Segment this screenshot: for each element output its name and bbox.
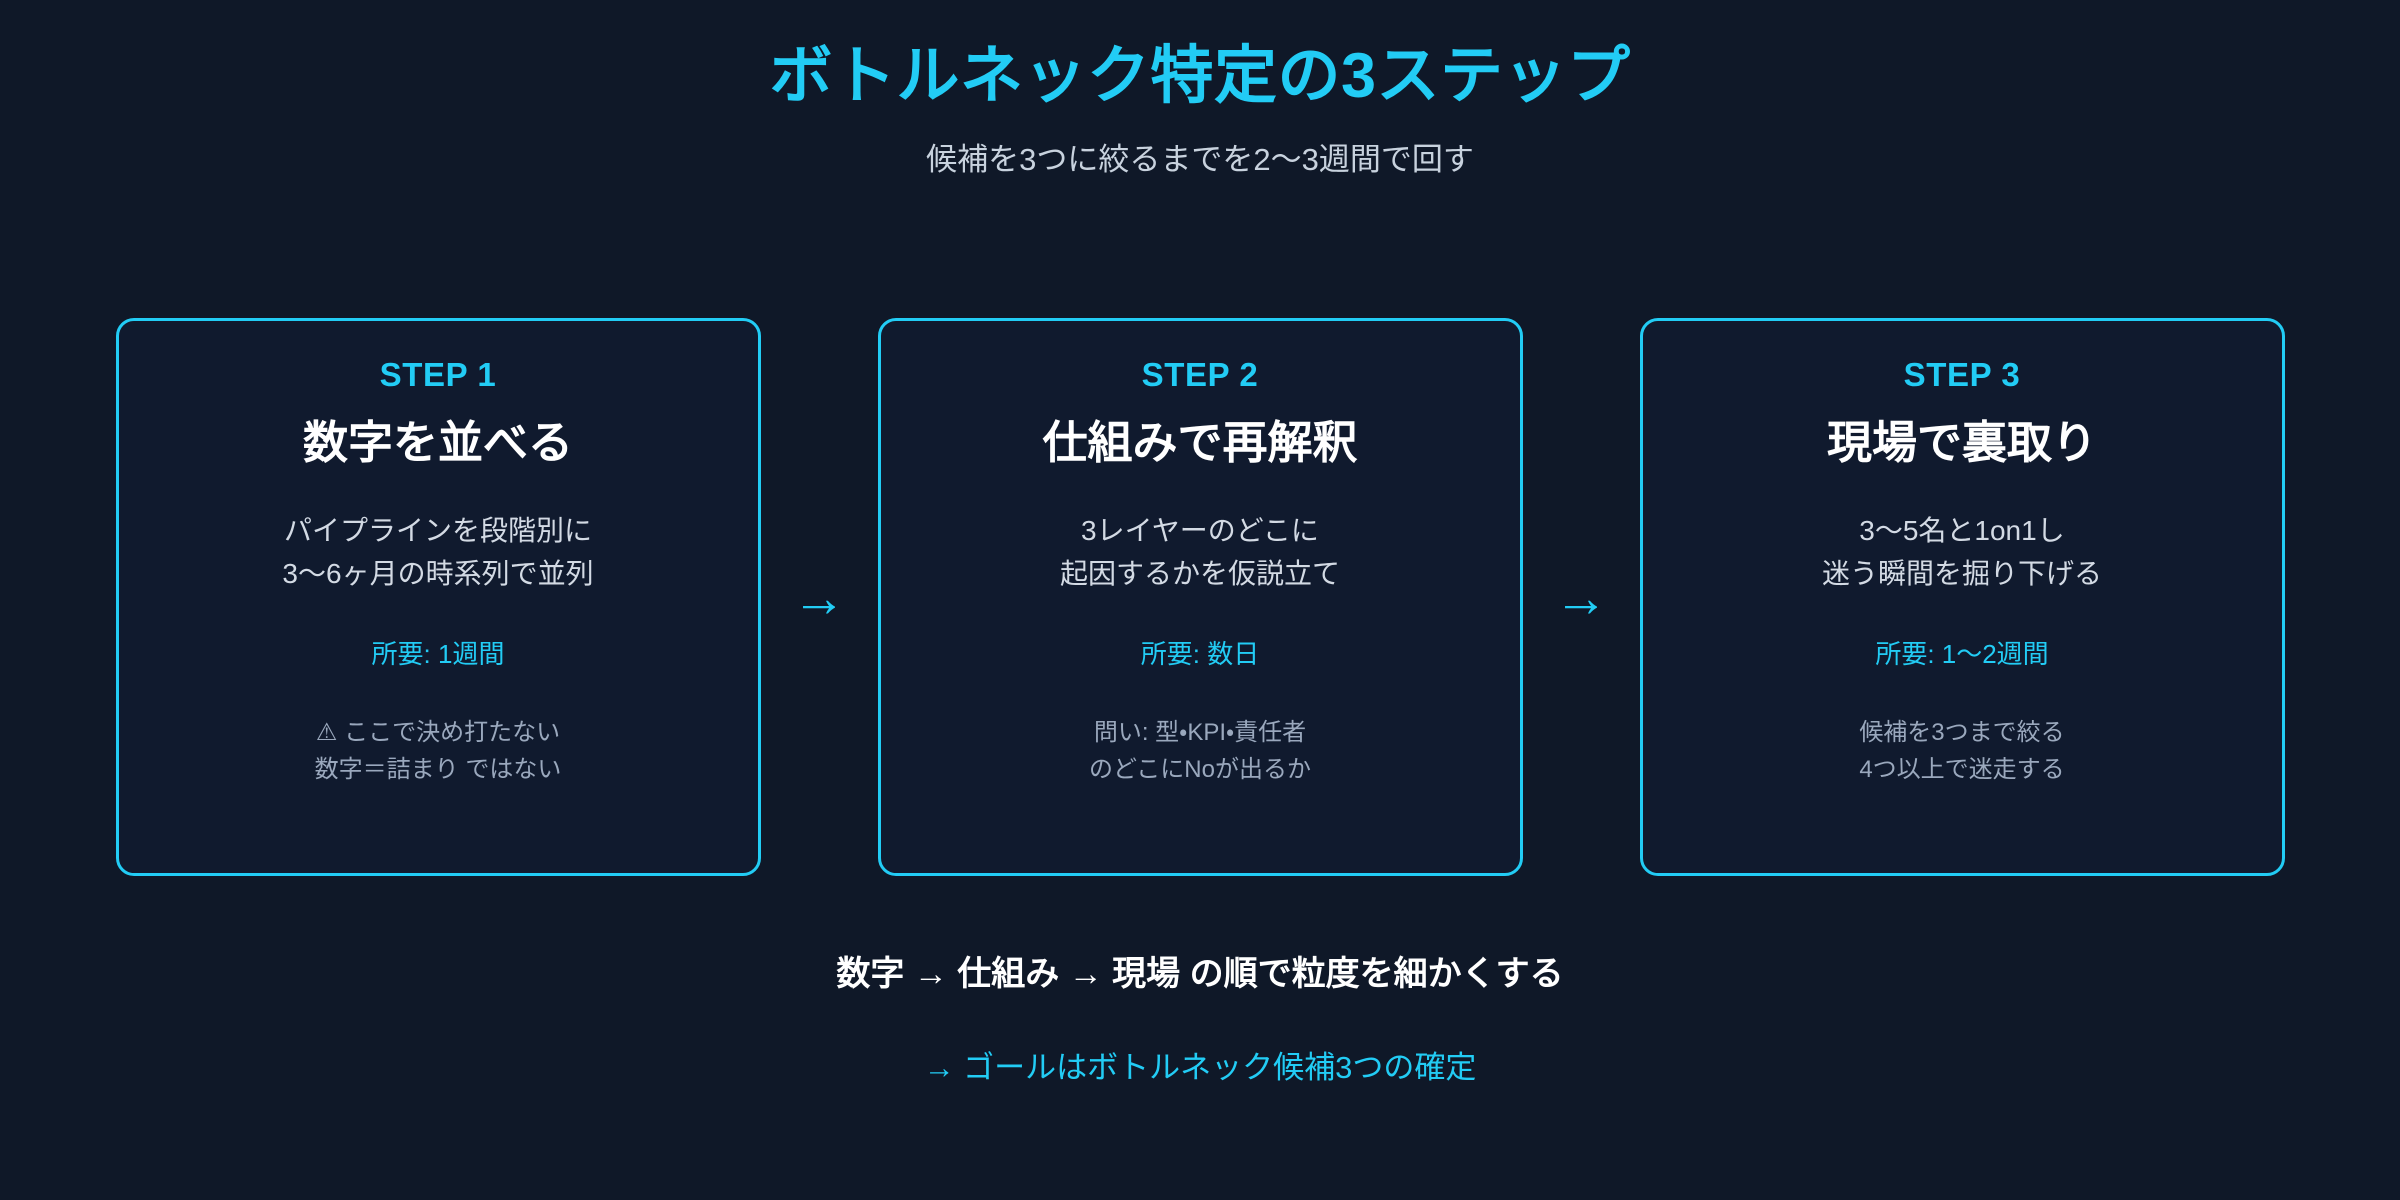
step-card-1: STEP 1 数字を並べる パイプラインを段階別に 3〜6ヶ月の時系列で並列 所… (115, 318, 761, 876)
arrow-right-icon-1: → (792, 568, 846, 628)
step-note-2: 問い: 型・KPI・責任者 のどこにNoが出るか (1089, 714, 1311, 788)
step-duration-1: 所要: 1週間 (371, 638, 505, 669)
step-note-1-line-2: 数字＝詰まり ではない (314, 755, 562, 783)
steps-row: STEP 1 数字を並べる パイプラインを段階別に 3〜6ヶ月の時系列で並列 所… (0, 318, 2400, 878)
step-description-1-line-1: パイプラインを段階別に (283, 515, 592, 547)
step-label-2: STEP 2 (1141, 356, 1259, 393)
footer-summary: 数字 → 仕組み → 現場 の順で粒度を細かくする (836, 955, 1564, 993)
footer: 数字 → 仕組み → 現場 の順で粒度を細かくする → ゴールはボトルネック候補… (0, 952, 2400, 1088)
step-title-2: 仕組みで再解釈 (1042, 417, 1358, 469)
step-duration-2: 所要: 数日 (1140, 638, 1260, 669)
step-note-1-line-1: ⚠ ここで決め打たない (315, 718, 561, 746)
step-description-2-line-2: 起因するかを仮説立て (1059, 558, 1340, 590)
header: ボトルネック特定の3ステップ 候補を3つに絞るまでを2〜3週間で回す (0, 41, 2400, 178)
step-title-1: 数字を並べる (302, 417, 573, 469)
step-card-3: STEP 3 現場で裏取り 3〜5名と1on1し 迷う瞬間を掘り下げる 所要: … (1639, 318, 2285, 876)
step-description-3-line-2: 迷う瞬間を掘り下げる (1821, 558, 2102, 590)
page-subtitle: 候補を3つに絞るまでを2〜3週間で回す (926, 142, 1474, 178)
step-note-3: 候補を3つまで絞る 4つ以上で迷走する (1859, 714, 2064, 788)
arrow-right-icon-2: → (1554, 568, 1608, 628)
step-description-2-line-1: 3レイヤーのどこに (1081, 515, 1319, 547)
step-description-3-line-1: 3〜5名と1on1し (1859, 515, 2065, 547)
step-note-2-line-2: のどこにNoが出るか (1089, 755, 1311, 783)
step-note-3-line-2: 4つ以上で迷走する (1859, 755, 2065, 783)
step-description-1-line-2: 3〜6ヶ月の時系列で並列 (282, 558, 594, 590)
step-label-1: STEP 1 (379, 356, 497, 393)
step-duration-3: 所要: 1〜2週間 (1875, 638, 2049, 669)
step-card-2: STEP 2 仕組みで再解釈 3レイヤーのどこに 起因するかを仮説立て 所要: … (877, 318, 1523, 876)
footer-goal: → ゴールはボトルネック候補3つの確定 (923, 1050, 1477, 1086)
step-description-2: 3レイヤーのどこに 起因するかを仮説立て (1060, 509, 1340, 596)
step-description-1: パイプラインを段階別に 3〜6ヶ月の時系列で並列 (282, 509, 593, 596)
step-note-3-line-1: 候補を3つまで絞る (1859, 718, 2065, 746)
step-label-3: STEP 3 (1903, 356, 2021, 393)
page-title: ボトルネック特定の3ステップ (769, 41, 1631, 111)
step-note-1: ⚠ ここで決め打たない 数字＝詰まり ではない (315, 714, 562, 788)
step-description-3: 3〜5名と1on1し 迷う瞬間を掘り下げる (1822, 509, 2102, 596)
step-note-2-line-1: 問い: 型・KPI・責任者 (1093, 718, 1307, 746)
step-title-3: 現場で裏取り (1826, 417, 2097, 469)
